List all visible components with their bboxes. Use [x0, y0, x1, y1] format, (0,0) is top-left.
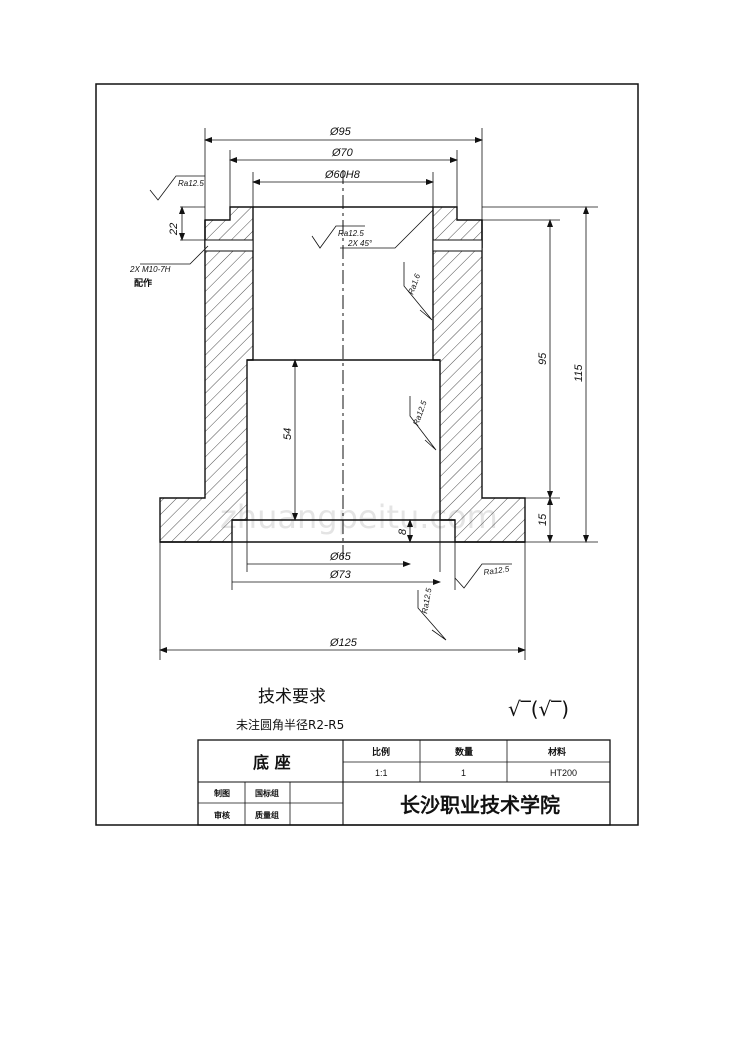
- scale-value: 1:1: [375, 768, 388, 778]
- roughness-symbols: [149, 175, 512, 641]
- school-name: 长沙职业技术学院: [400, 793, 560, 817]
- material-label: 材料: [547, 746, 566, 758]
- dim-h8: 8: [397, 528, 409, 535]
- notes-heading: 技术要求: [258, 687, 326, 707]
- checked-label: 审核: [214, 810, 230, 820]
- chamfer-note: 2X 45°: [347, 239, 373, 248]
- dim-d95: Ø95: [329, 126, 352, 138]
- material-value: HT200: [550, 768, 577, 778]
- drawn-value: 国标组: [255, 788, 279, 798]
- pin-note-2: 配作: [134, 277, 152, 289]
- dim-h115: 115: [573, 364, 585, 382]
- ra-top-left: Ra12.5: [178, 179, 204, 188]
- dim-d60h8: Ø60H8: [324, 169, 361, 181]
- general-roughness: √‾(√‾): [508, 697, 569, 721]
- pin-hole-strip-right: [432, 239, 483, 252]
- quantity-label: 数量: [455, 746, 473, 758]
- dim-d65: Ø65: [329, 551, 352, 563]
- notes-line1: 未注圆角半径R2-R5: [236, 717, 344, 732]
- left-section-hatch: [159, 206, 254, 543]
- ra-bore: Ra1.6: [406, 272, 422, 296]
- pin-hole-strip: [204, 239, 254, 252]
- ra-base-right: Ra12.5: [483, 564, 510, 577]
- ra-inner: Ra12.5: [411, 399, 428, 427]
- part-section: [159, 170, 526, 560]
- ra-chamfer: Ra12.5: [338, 229, 364, 238]
- dim-h22: 22: [168, 223, 180, 236]
- pin-note: 2X M10-7H: [129, 265, 171, 274]
- dim-h54: 54: [282, 428, 294, 440]
- scale-label: 比例: [372, 746, 390, 758]
- dim-d70: Ø70: [331, 147, 354, 159]
- quantity-value: 1: [461, 768, 466, 778]
- dim-d73: Ø73: [329, 569, 352, 581]
- right-section-hatch: [432, 206, 526, 543]
- title-block: [197, 739, 611, 826]
- part-name: 底 座: [253, 753, 291, 772]
- dim-d125: Ø125: [329, 637, 358, 649]
- dim-h15: 15: [537, 513, 549, 526]
- drawn-label: 制图: [214, 788, 230, 798]
- ra-bottom: Ra12.5: [420, 587, 433, 615]
- dim-h95: 95: [537, 352, 549, 365]
- dimensions: [140, 128, 598, 660]
- checked-value: 质量组: [255, 810, 279, 820]
